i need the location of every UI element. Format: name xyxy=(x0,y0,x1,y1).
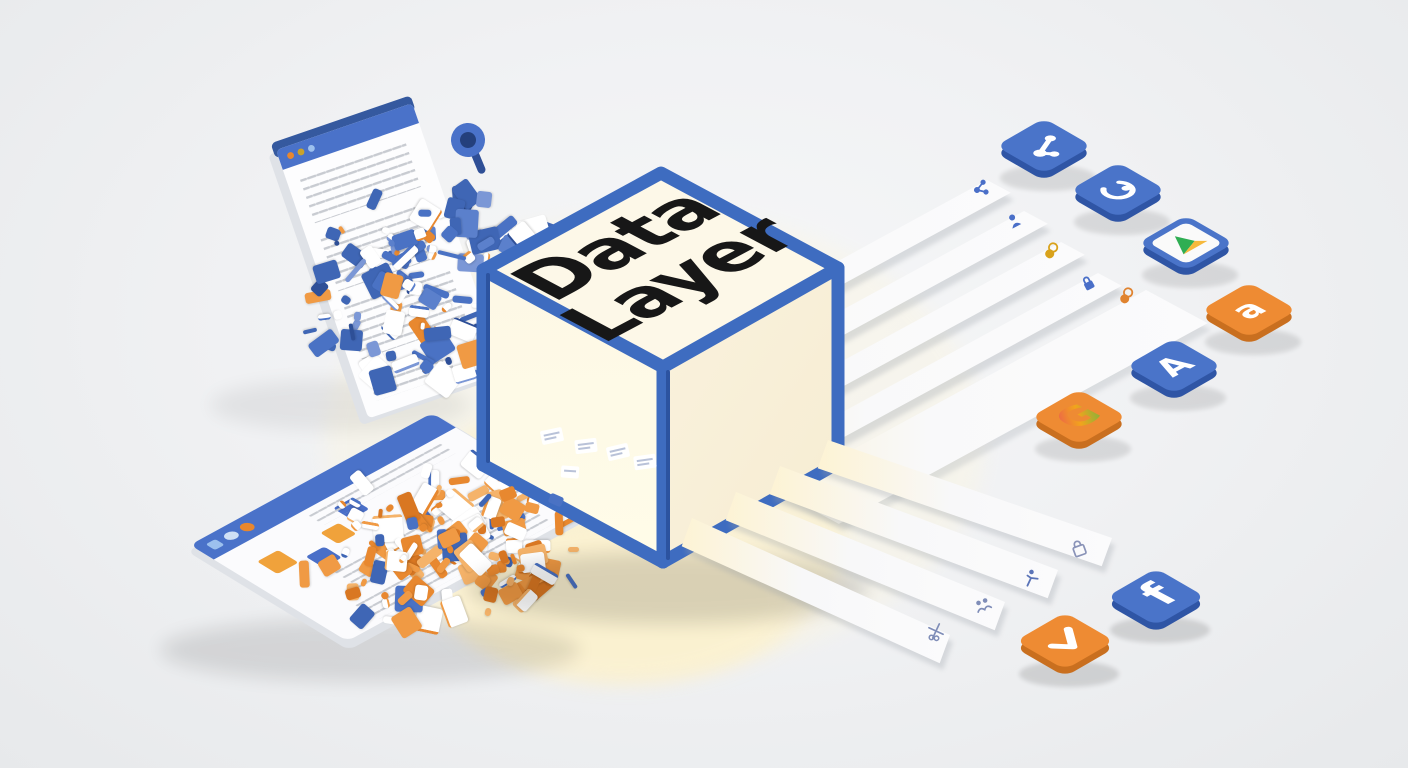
window-dot-icon xyxy=(239,522,255,532)
runner-icon xyxy=(1026,569,1039,587)
plank-glyphs-lower xyxy=(928,540,1087,642)
window-header xyxy=(277,104,419,170)
share-nodes-icon xyxy=(1033,135,1060,157)
facebook-tile: f xyxy=(1110,571,1210,643)
drive-tile xyxy=(1142,218,1238,288)
orange-a-tile: a xyxy=(1205,285,1301,355)
g-swirl-tile xyxy=(1074,165,1170,235)
google-g-tile: G xyxy=(1035,392,1131,462)
bottom-window-shadow xyxy=(160,618,580,682)
person-icon xyxy=(1009,214,1022,229)
magnifier-icon xyxy=(451,123,486,174)
window-dot-icon xyxy=(287,152,295,159)
window-dot-icon xyxy=(308,144,315,152)
window-header xyxy=(194,415,456,560)
share-tile xyxy=(1000,121,1096,191)
destination-tiles: a A G f xyxy=(1000,121,1301,687)
window-dot-icon xyxy=(224,531,239,540)
share-nodes-icon xyxy=(974,179,989,195)
lock-icon xyxy=(1082,276,1095,291)
a-tile: A xyxy=(1130,341,1226,411)
g-swirl-icon xyxy=(1100,180,1136,200)
window-dot-icon xyxy=(206,539,224,550)
output-planks-lower xyxy=(681,440,1115,670)
people-icon xyxy=(976,598,993,613)
plank-glyphs-upper xyxy=(974,179,1134,304)
scissors-icon xyxy=(928,623,944,642)
shopping-bag-icon xyxy=(1072,540,1087,558)
coins-icon xyxy=(1120,287,1134,304)
check-icon xyxy=(1047,626,1078,650)
check-tile xyxy=(1019,615,1119,687)
window-dot-icon xyxy=(297,148,305,156)
cube-face-right xyxy=(663,268,838,562)
coins-icon xyxy=(1045,242,1059,259)
